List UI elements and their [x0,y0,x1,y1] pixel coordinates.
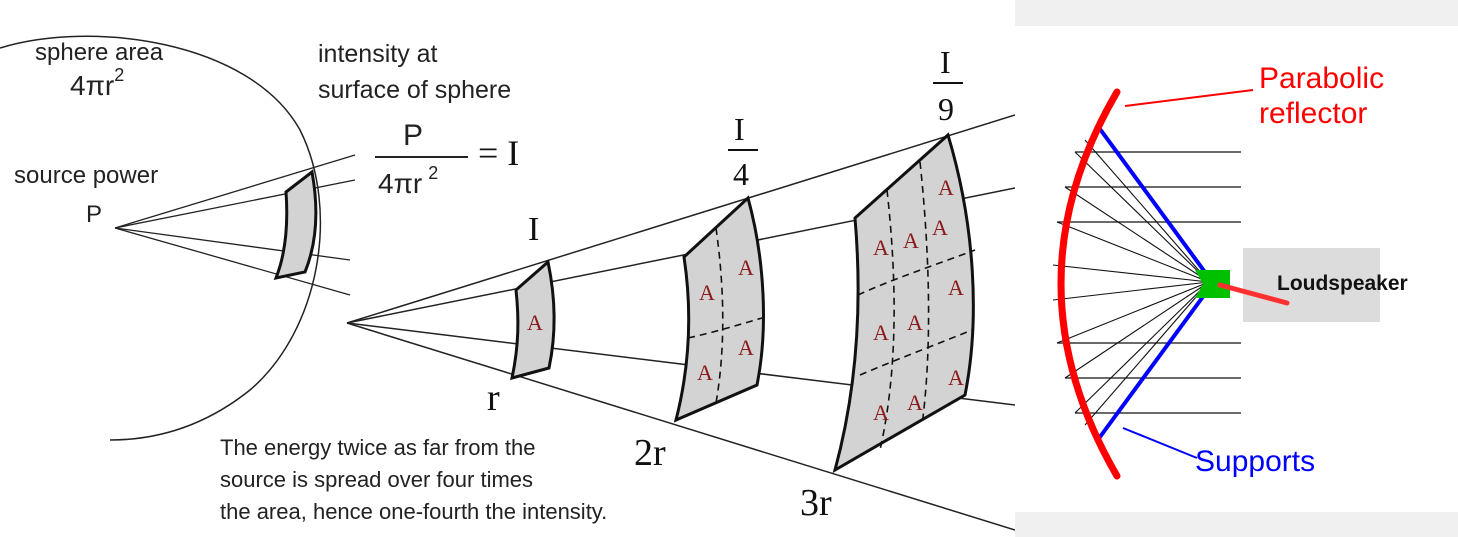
area-label: A [948,365,964,390]
distance-3r-label: 3r [800,482,832,524]
area-label: A [948,275,964,300]
intensity-ninth-numerator: I [940,44,951,80]
reflector-leader [1124,89,1254,107]
area-label: A [699,280,715,305]
area-label: A [697,360,713,385]
small-sphere-patch [273,169,318,281]
caption-line2: source is spread over four times [220,467,533,492]
source-symbol: P [86,201,102,228]
area-label: A [873,400,889,425]
loudspeaker-pointer [1217,282,1290,306]
source-power-label: source power [14,162,158,189]
patch-3r [832,132,975,474]
supports-label: Supports [1195,445,1315,478]
reflector-label-line2: reflector [1259,97,1367,130]
patch-2r-grid [687,227,763,404]
caption-line3: the area, hence one-fourth the intensity… [220,499,607,524]
sphere-area-formula: 4πr2 [70,65,124,101]
supports-lines [1095,123,1215,443]
reflected-rays [1052,139,1210,426]
loudspeaker-icon [1195,270,1230,298]
parabolic-reflector-diagram: Parabolic reflector Loudspeaker Supports [1015,0,1458,537]
intensity-quarter-denominator: 4 [733,156,749,192]
formula-result: = I [478,133,519,173]
reflector-label-line1: Parabolic [1259,62,1384,95]
patch-2r [673,195,765,423]
intensity-label-line2: surface of sphere [318,76,511,104]
area-label: A [907,310,923,335]
area-label: A [873,235,889,260]
intensity-near-label: I [528,211,539,248]
parabolic-reflector-svg: Parabolic reflector Loudspeaker Supports [1015,26,1458,512]
area-label: A [907,390,923,415]
distance-2r-label: 2r [634,432,666,474]
area-label: A [873,320,889,345]
area-label: A [903,228,919,253]
distance-r-label: r [487,377,500,419]
diagram-canvas [1015,26,1458,512]
caption-line1: The energy twice as far from the [220,435,535,460]
sphere-outline [0,35,322,441]
sphere-area-label: sphere area [35,39,164,66]
formula-numerator: P [403,119,423,152]
area-label: A [932,215,948,240]
patch-r [510,259,556,381]
intensity-ninth-denominator: 9 [938,91,954,127]
intensity-label-line1: intensity at [318,40,438,68]
inverse-square-svg: A A A A A A A A A A A A A A A sphere are… [0,35,1015,531]
intensity-quarter-numerator: I [734,111,745,147]
area-label: A [738,335,754,360]
loudspeaker-label-box [1243,248,1380,322]
loudspeaker-label: Loudspeaker [1277,272,1408,295]
inverse-square-diagram: A A A A A A A A A A A A A A A sphere are… [0,35,1015,531]
parabolic-reflector-curve [1057,88,1121,480]
area-label: A [527,310,543,335]
area-cell-labels: A A A A A A A A A A A A A A A [527,175,964,425]
parallel-rays [1057,151,1241,414]
area-label: A [738,255,754,280]
patch-3r-grid [857,161,976,451]
supports-leader [1122,427,1198,459]
area-label: A [938,175,954,200]
